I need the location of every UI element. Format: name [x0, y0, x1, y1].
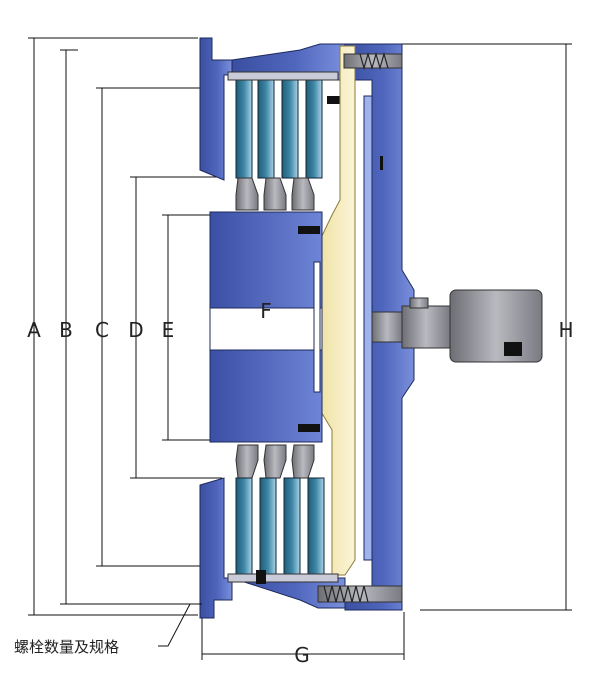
label-b: B	[59, 318, 73, 342]
label-e: E	[162, 318, 175, 342]
bolt-callout	[158, 603, 202, 647]
friction-discs-top	[227, 71, 339, 211]
label-g: G	[294, 643, 310, 667]
label-d: D	[128, 318, 143, 342]
label-a: A	[27, 318, 41, 342]
dimension-lines	[28, 37, 572, 660]
bolt-note: 螺栓数量及规格	[14, 638, 119, 656]
label-h: H	[558, 318, 573, 342]
piston	[319, 45, 356, 576]
label-c: C	[95, 318, 109, 342]
label-f: F	[260, 299, 272, 323]
hub	[209, 211, 323, 443]
friction-discs-bottom	[227, 444, 339, 584]
rotary-joint	[371, 289, 543, 363]
dimension-labels: A B C D E F G H	[27, 299, 573, 667]
spring-bolts	[317, 51, 403, 603]
